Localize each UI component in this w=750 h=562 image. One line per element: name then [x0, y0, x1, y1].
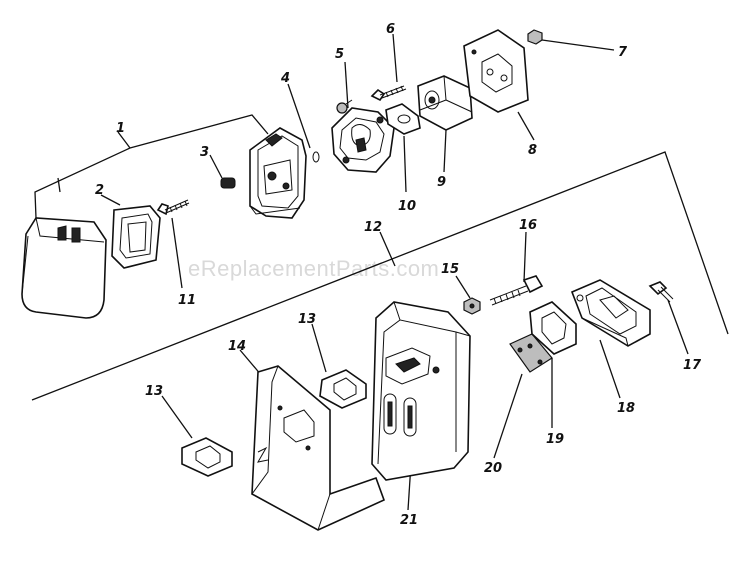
callout-8: 8 [528, 143, 537, 158]
part-gasket-13b [319, 369, 367, 409]
part-insulator-plate [463, 29, 529, 113]
leader-17 [667, 299, 689, 355]
callout-12: 12 [364, 220, 382, 235]
leader-5 [344, 61, 349, 109]
callout-1: 1 [116, 121, 125, 136]
part-carburetor [331, 99, 395, 173]
leader-2 [100, 194, 121, 206]
callout-18: 18 [617, 401, 635, 416]
part-filter-element [111, 205, 161, 269]
leader-1-tick [117, 131, 131, 149]
leader-11 [171, 217, 183, 289]
part-gasket-13a [181, 437, 233, 477]
callout-19: 19 [546, 432, 564, 447]
part-gasket-10 [385, 103, 421, 135]
leader-15 [455, 275, 471, 299]
part-air-filter-cover [21, 217, 107, 319]
leader-12 [379, 231, 396, 267]
section-divider-line [31, 151, 729, 401]
callout-4: 4 [280, 71, 290, 86]
part-exhaust-deflector [570, 279, 651, 347]
leader-3 [209, 154, 223, 179]
part-plug [220, 177, 236, 189]
leader-7 [541, 39, 615, 51]
callout-7: 7 [618, 45, 628, 60]
leader-10 [403, 135, 407, 193]
callout-9: 9 [437, 175, 446, 190]
part-gasket-19 [529, 301, 577, 355]
leader-13b [311, 323, 327, 373]
leader-6 [392, 33, 398, 83]
callout-5: 5 [335, 47, 344, 62]
watermark-text: eReplacementParts.com [188, 256, 439, 281]
part-screw-17 [648, 281, 674, 303]
callout-14: 14 [228, 339, 246, 354]
part-bolt-16 [489, 275, 544, 306]
part-nut-15 [463, 297, 481, 315]
callout-20: 20 [484, 461, 502, 476]
part-heat-shield [251, 365, 386, 531]
callout-11: 11 [178, 293, 196, 308]
callout-2: 2 [95, 183, 104, 198]
callout-10: 10 [398, 199, 416, 214]
leader-1-branch [57, 177, 61, 193]
callout-6: 6 [386, 22, 395, 37]
callout-3: 3 [200, 145, 209, 160]
part-nut-7 [527, 29, 543, 45]
leader-13a [161, 395, 193, 439]
callout-17: 17 [683, 358, 702, 373]
part-intake-adapter [417, 75, 473, 131]
part-air-filter-base [249, 127, 307, 219]
part-o-ring [312, 151, 320, 163]
callout-16: 16 [519, 218, 537, 233]
leader-8 [517, 111, 535, 141]
callout-15: 15 [441, 262, 459, 277]
callout-13-left: 13 [145, 384, 163, 399]
callout-13-middle: 13 [298, 312, 316, 327]
part-screw-6 [370, 85, 407, 102]
leader-4 [287, 83, 311, 149]
leader-20 [493, 373, 523, 459]
leader-1 [34, 114, 269, 219]
callout-21: 21 [400, 513, 418, 528]
part-muffler [371, 301, 471, 481]
leader-9 [443, 129, 447, 173]
leader-18 [599, 339, 621, 399]
part-screw-11 [156, 199, 190, 216]
leader-16 [523, 231, 527, 283]
